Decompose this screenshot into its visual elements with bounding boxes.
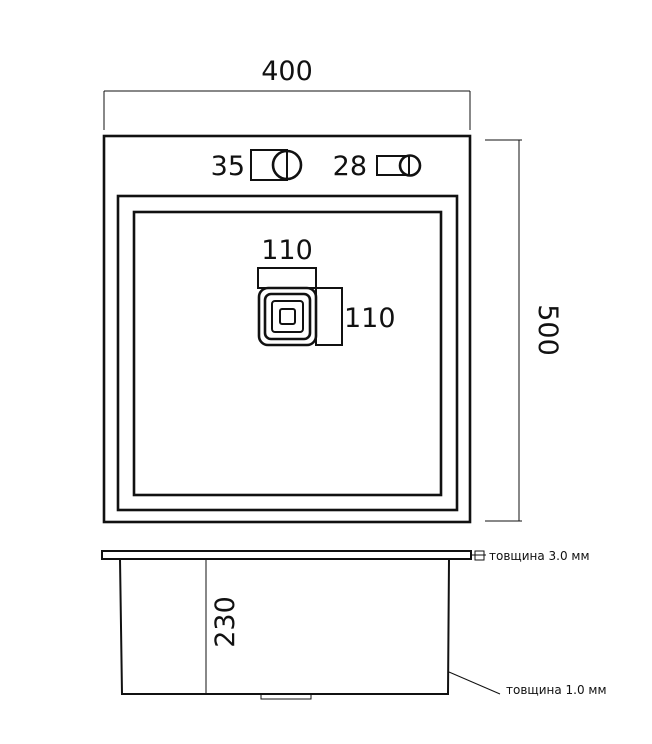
tap-hole-left-circle (271, 149, 303, 181)
top-plate-section (101, 550, 472, 560)
drain-width-dimension-box (257, 267, 317, 289)
tap-hole-left-label: 35 (211, 151, 245, 182)
drain-ring (263, 292, 312, 341)
body-thickness-leader (448, 671, 501, 695)
tap-hole-right-circle (398, 154, 422, 177)
drain-outer (257, 286, 318, 347)
drain: 110 110 (257, 235, 396, 347)
drain-height-label: 110 (344, 303, 396, 334)
side-view: товщина 3.0 мм 230 товщина 1.0 мм (101, 549, 607, 700)
height-dimension: 500 (485, 139, 563, 522)
top-thickness-note: товщина 3.0 мм (489, 549, 590, 563)
drain-height-dimension-box (315, 287, 343, 346)
tap-hole-right: 28 (333, 151, 422, 182)
width-dimension: 400 (103, 56, 471, 130)
body-thickness-note: товщина 1.0 мм (506, 683, 607, 697)
sink-outer-outline (102, 134, 472, 524)
tap-hole-left: 35 (211, 149, 303, 182)
top-thickness-marker (474, 550, 485, 561)
drain-width-label: 110 (261, 235, 313, 266)
tap-hole-left-dimension-box (250, 149, 288, 181)
tap-hole-right-dimension-box (376, 155, 410, 176)
bowl-inner-outline (132, 210, 443, 497)
drain-stub (260, 693, 312, 700)
depth-label: 230 (210, 596, 241, 648)
drain-grate (271, 300, 304, 333)
tap-hole-right-label: 28 (333, 151, 367, 182)
bowl-body-outline (119, 558, 450, 695)
height-label: 500 (532, 304, 563, 356)
width-label: 400 (261, 56, 313, 87)
drain-center (279, 308, 296, 325)
bowl-rim-outline (116, 194, 459, 512)
